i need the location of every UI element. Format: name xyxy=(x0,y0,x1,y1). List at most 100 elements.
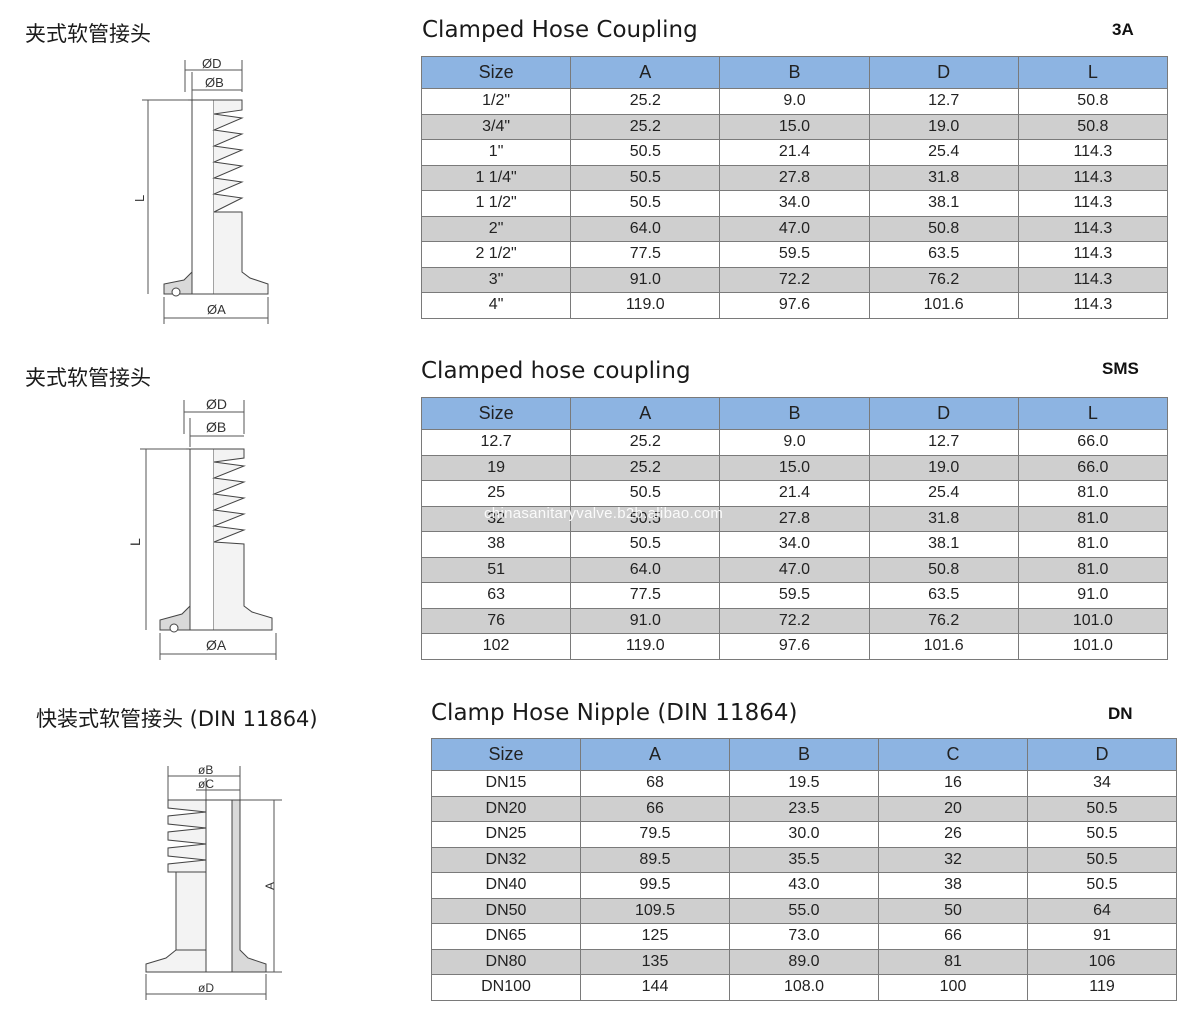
value-cell: 77.5 xyxy=(570,241,721,268)
section-2-drawing-label-side: L xyxy=(127,538,143,546)
value-cell: 34 xyxy=(1027,770,1177,797)
value-cell: 66 xyxy=(580,795,730,822)
value-cell: 19.0 xyxy=(868,454,1019,481)
value-cell: 38.1 xyxy=(868,190,1019,217)
value-cell: 64.0 xyxy=(570,556,721,583)
section-3-technical-drawing: øB øC A øD xyxy=(136,760,286,1002)
section-3-drawing-label-second: øC xyxy=(198,777,214,791)
value-cell: 101.0 xyxy=(1017,607,1169,634)
value-cell: 77.5 xyxy=(570,582,721,609)
value-cell: 108.0 xyxy=(729,974,879,1001)
value-cell: 101.6 xyxy=(868,633,1019,660)
value-cell: 15.0 xyxy=(719,113,870,140)
size-cell: 38 xyxy=(420,531,572,558)
table-header-cell: L xyxy=(1017,397,1169,430)
table-header-cell: B xyxy=(729,738,879,771)
value-cell: 50.5 xyxy=(1027,846,1177,873)
value-cell: 73.0 xyxy=(729,923,879,950)
value-cell: 63.5 xyxy=(868,241,1019,268)
value-cell: 25.2 xyxy=(570,113,721,140)
value-cell: 81.0 xyxy=(1017,556,1169,583)
value-cell: 50.5 xyxy=(570,505,721,532)
value-cell: 38 xyxy=(878,872,1028,899)
value-cell: 12.7 xyxy=(868,429,1019,456)
section-1-drawing-label-second: ØB xyxy=(205,75,224,90)
value-cell: 101.0 xyxy=(1017,633,1169,660)
value-cell: 101.6 xyxy=(868,292,1019,319)
size-cell: 3/4" xyxy=(420,113,572,140)
value-cell: 64.0 xyxy=(570,215,721,242)
value-cell: 91.0 xyxy=(570,607,721,634)
value-cell: 106 xyxy=(1027,948,1177,975)
value-cell: 144 xyxy=(580,974,730,1001)
size-cell: DN25 xyxy=(431,821,581,848)
size-cell: 1 1/4" xyxy=(420,164,572,191)
value-cell: 20 xyxy=(878,795,1028,822)
value-cell: 50.8 xyxy=(868,215,1019,242)
section-1-technical-drawing: ØD ØB L ØA xyxy=(130,52,280,327)
size-cell: DN65 xyxy=(431,923,581,950)
value-cell: 99.5 xyxy=(580,872,730,899)
value-cell: 25.2 xyxy=(570,429,721,456)
size-cell: 51 xyxy=(420,556,572,583)
size-cell: 102 xyxy=(420,633,572,660)
value-cell: 89.0 xyxy=(729,948,879,975)
value-cell: 100 xyxy=(878,974,1028,1001)
value-cell: 50.5 xyxy=(570,139,721,166)
size-cell: DN15 xyxy=(431,770,581,797)
value-cell: 119.0 xyxy=(570,633,721,660)
value-cell: 25.2 xyxy=(570,88,721,115)
table-header-cell: Size xyxy=(420,397,572,430)
value-cell: 47.0 xyxy=(719,556,870,583)
value-cell: 135 xyxy=(580,948,730,975)
value-cell: 15.0 xyxy=(719,454,870,481)
value-cell: 68 xyxy=(580,770,730,797)
value-cell: 81.0 xyxy=(1017,505,1169,532)
table-header-row: Size A B D L xyxy=(420,56,1169,89)
section-3-drawing-label-side: A xyxy=(263,882,277,890)
value-cell: 31.8 xyxy=(868,164,1019,191)
value-cell: 31.8 xyxy=(868,505,1019,532)
value-cell: 19.5 xyxy=(729,770,879,797)
value-cell: 91.0 xyxy=(1017,582,1169,609)
table-header-cell: B xyxy=(719,56,870,89)
value-cell: 16 xyxy=(878,770,1028,797)
value-cell: 114.3 xyxy=(1017,215,1169,242)
value-cell: 114.3 xyxy=(1017,292,1169,319)
table-header-row: Size A B D L xyxy=(420,397,1169,430)
size-cell: 2" xyxy=(420,215,572,242)
size-cell: 3" xyxy=(420,266,572,293)
table-header-cell: Size xyxy=(420,56,572,89)
size-cell: 2 1/2" xyxy=(420,241,572,268)
value-cell: 50.5 xyxy=(570,480,721,507)
table-header-cell: A xyxy=(580,738,730,771)
size-cell: DN50 xyxy=(431,897,581,924)
value-cell: 72.2 xyxy=(719,607,870,634)
value-cell: 76.2 xyxy=(868,607,1019,634)
value-cell: 50.8 xyxy=(868,556,1019,583)
size-cell: DN100 xyxy=(431,974,581,1001)
value-cell: 50.8 xyxy=(1017,113,1169,140)
value-cell: 47.0 xyxy=(719,215,870,242)
value-cell: 50.5 xyxy=(1027,795,1177,822)
section-1-drawing-label-side: L xyxy=(132,195,147,202)
value-cell: 72.2 xyxy=(719,266,870,293)
value-cell: 119.0 xyxy=(570,292,721,319)
value-cell: 91 xyxy=(1027,923,1177,950)
value-cell: 26 xyxy=(878,821,1028,848)
value-cell: 114.3 xyxy=(1017,266,1169,293)
section-3-drawing-label-top: øB xyxy=(198,763,213,777)
value-cell: 25.4 xyxy=(868,139,1019,166)
value-cell: 114.3 xyxy=(1017,241,1169,268)
value-cell: 50.5 xyxy=(570,190,721,217)
